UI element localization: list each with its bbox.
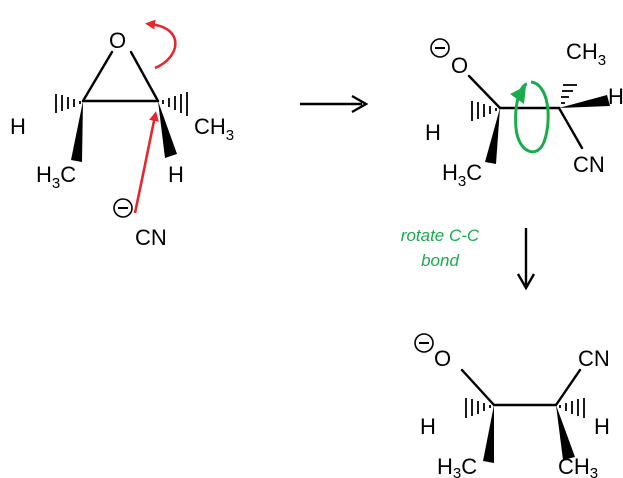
c-cn-bond: [557, 106, 584, 150]
charge-icon: [430, 38, 450, 58]
wedge-bond-left-methyl: [485, 108, 500, 164]
intermediate-nitrile: CN: [573, 152, 605, 177]
reactant-right-h: H: [168, 162, 184, 187]
hashed-bond-top-methyl: [561, 84, 577, 104]
intermediate-right-h: H: [608, 84, 623, 109]
reactant-epoxide: O H H3C CH3 H CN: [10, 19, 234, 250]
hashed-bond-right-h: [559, 398, 585, 418]
charge-icon: [113, 198, 133, 218]
wedge-bond-right-h: [158, 101, 177, 158]
c-cn-bond: [554, 368, 582, 407]
intermediate-alkoxide: O H H3C CH3 H CN: [425, 38, 623, 190]
co-bond: [467, 74, 502, 110]
hashed-bond-left-h: [471, 101, 497, 121]
curved-arrow-icon: [145, 19, 177, 70]
wedge-bond-left-methyl: [483, 405, 494, 463]
intermediate-left-methyl: H3C: [442, 160, 482, 190]
rotate-annotation-line1: rotate C-C: [401, 226, 480, 245]
rotation-arrow-icon: [514, 80, 550, 154]
rotate-annotation-line2: bond: [421, 251, 459, 270]
ring-co-bond-right: [129, 50, 160, 103]
wedge-bond-left-methyl: [71, 101, 83, 162]
hashed-bond-right-methyl: [162, 92, 188, 116]
product-left-methyl: H3C: [437, 454, 477, 478]
hashed-bond-left-h: [465, 398, 491, 418]
curved-arrow-icon: [133, 111, 159, 214]
hashed-bond-left-h: [55, 94, 81, 113]
reactant-left-methyl: H3C: [36, 162, 76, 192]
product-alkoxide: O CN H H3C H CH3: [414, 333, 610, 478]
reactant-left-h: H: [10, 114, 26, 139]
product-left-h: H: [420, 414, 436, 439]
reaction-arrow-icon: [516, 228, 536, 291]
charge-icon: [414, 333, 434, 353]
intermediate-oxygen: O: [451, 53, 468, 78]
product-nitrile: CN: [578, 346, 610, 371]
wedge-bond-right-h: [559, 95, 610, 108]
epoxide-oxygen: O: [109, 28, 126, 53]
intermediate-left-h: H: [425, 120, 441, 145]
product-right-methyl: CH3: [558, 454, 598, 478]
reaction-arrow-icon: [300, 94, 369, 114]
nucleophile-cn: CN: [135, 225, 167, 250]
co-bond: [460, 368, 496, 407]
reactant-right-methyl: CH3: [194, 114, 234, 144]
product-oxygen: O: [434, 346, 451, 371]
rotation-arrow-head-icon: [510, 86, 526, 104]
product-right-h: H: [594, 414, 610, 439]
intermediate-top-methyl: CH3: [566, 39, 606, 69]
wedge-bond-right-methyl: [556, 405, 575, 460]
ring-co-bond-left: [81, 50, 114, 103]
